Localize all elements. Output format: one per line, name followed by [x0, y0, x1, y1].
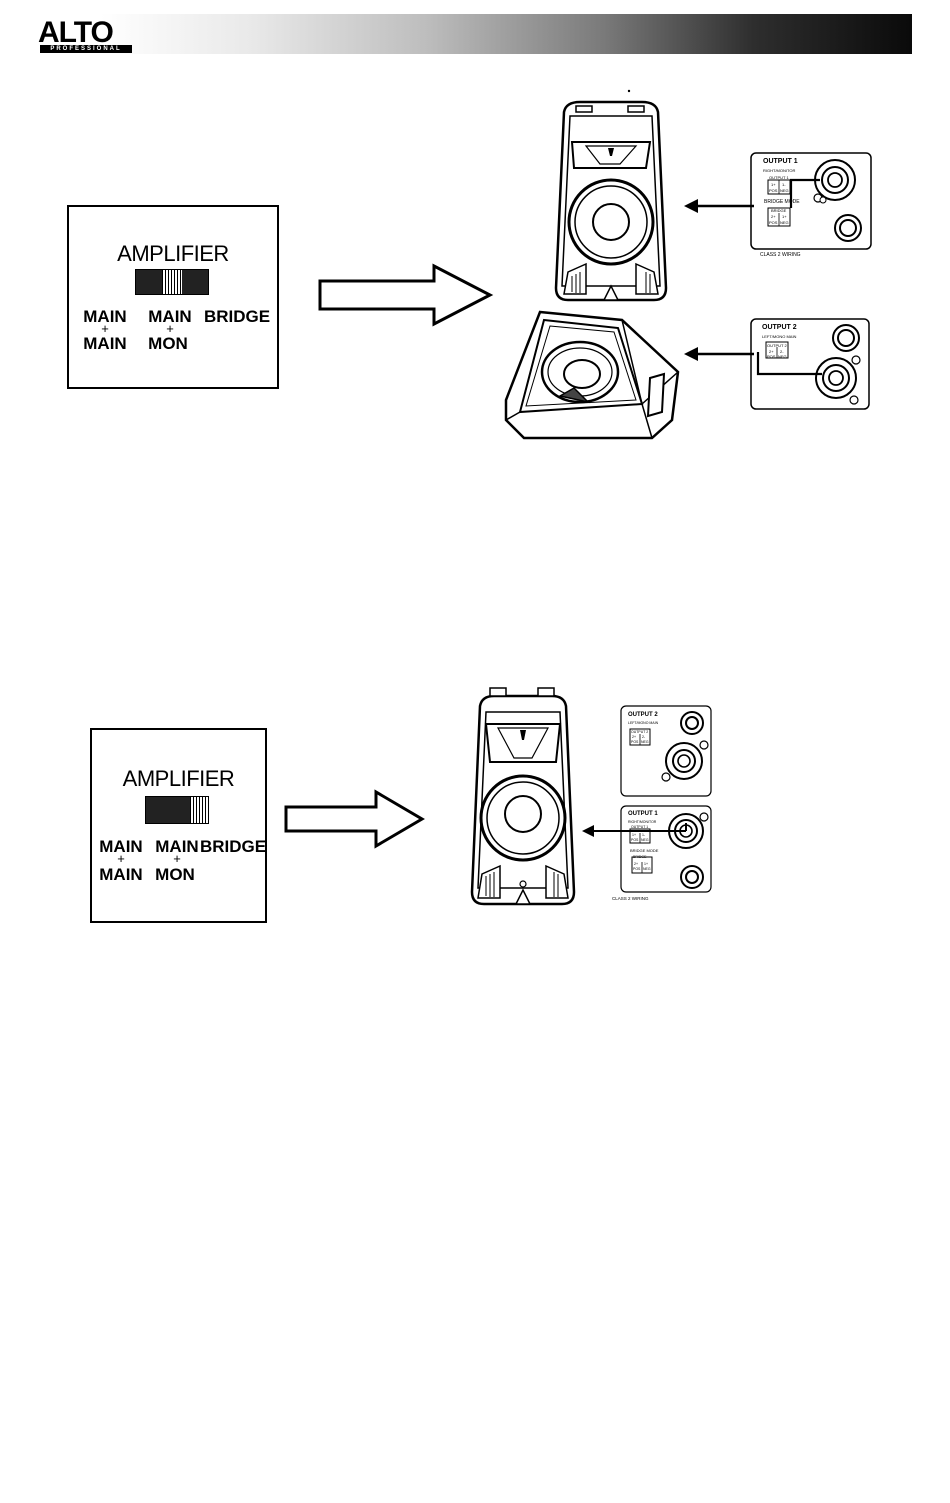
switch-knob: [162, 270, 182, 294]
main-mon-label-top: MAIN: [148, 307, 192, 326]
amplifier-title: AMPLIFIER: [122, 766, 235, 791]
main-main-plus: +: [117, 851, 125, 866]
main-main-label-bottom: MAIN: [83, 334, 127, 353]
main-mon-plus: +: [166, 321, 174, 336]
mode-switch: [135, 269, 209, 295]
signal-arrow-icon: [684, 199, 754, 213]
box1-cell-4: NEG: [780, 188, 789, 193]
output-1-panel-labels: OUTPUT 1 RIGHT/MONITOR OUTPUT 1 1+ 1- PO…: [612, 805, 712, 905]
output-2-panel-labels: OUTPUT 2 LEFT/MONO MAIN OUTPUT 2 2+ 2- P…: [620, 705, 712, 797]
box2-cell-3: POS: [633, 867, 641, 871]
box1-cell-1: 2+: [769, 349, 774, 354]
floor-monitor-speaker-icon: [504, 310, 680, 440]
box1-cell-1: 1+: [771, 182, 776, 187]
bridge-mode-label: BRIDGE MODE: [764, 199, 800, 205]
box1-cell-2: 1-: [782, 182, 786, 187]
box2-cell-1: 2+: [771, 214, 776, 219]
box1-title: OUTPUT 1: [631, 825, 649, 829]
box1-cell-3: POS: [631, 838, 639, 842]
box2-cell-4: NEG: [780, 220, 789, 225]
main-main-plus: +: [101, 321, 109, 336]
box2-title: BRIDGE: [771, 208, 787, 213]
box1-cell-2: 2-: [642, 735, 646, 739]
box1-cell-1: 1+: [632, 833, 636, 837]
box2-title: BRIDGE: [633, 855, 647, 859]
hollow-arrow-icon: [284, 789, 425, 849]
box1-cell-3: POS: [767, 354, 776, 359]
main-mon-label-bottom: MON: [148, 334, 188, 353]
box2-cell-2: 1+: [644, 862, 648, 866]
panel-title: OUTPUT 1: [628, 811, 658, 817]
bridge-mode-label: BRIDGE MODE: [630, 848, 659, 853]
amplifier-switch-panel: AMPLIFIER MAIN + MAIN MAIN + MON BRIDGE: [90, 728, 267, 923]
output-1-connector-panel: [750, 152, 872, 250]
panel-subtitle: LEFT/MONO MAIN: [628, 721, 659, 725]
output-2-panel-labels: OUTPUT 2 LEFT/MONO MAIN OUTPUT 2 2+ 2- P…: [750, 318, 870, 410]
panel-subtitle: LEFT/MONO MAIN: [762, 334, 797, 339]
box1-cell-1: 2+: [632, 735, 636, 739]
signal-arrow-icon: [582, 823, 687, 837]
box1-title: OUTPUT 1: [769, 175, 789, 180]
class-2-wiring-label: CLASS 2 WIRING: [760, 252, 801, 258]
bridge-label: BRIDGE: [200, 837, 267, 856]
output-1-connector-panel: [620, 805, 712, 893]
main-main-label-top: MAIN: [83, 307, 127, 326]
pa-speaker-front-icon: [554, 89, 668, 302]
box1-cell-3: POS: [631, 740, 639, 744]
output-2-connector-panel: [620, 705, 712, 797]
pa-speaker-front-icon: [470, 687, 576, 906]
mode-switch: [145, 796, 209, 824]
box1-title: OUTPUT 2: [767, 343, 787, 348]
main-mon-label-top: MAIN: [155, 837, 199, 856]
box1-cell-2: 2-: [780, 349, 784, 354]
header-gradient-bar: [30, 14, 912, 54]
box1-cell-3: POS: [769, 188, 778, 193]
box2-cell-2: 1+: [782, 214, 787, 219]
logo-subtitle: PROFESSIONAL: [40, 45, 132, 53]
main-mon-label-bottom: MON: [155, 865, 195, 884]
box1-cell-4: NEG: [641, 740, 649, 744]
output-1-panel-labels: OUTPUT 1 RIGHT/MONITOR OUTPUT 1 1+ 1- PO…: [750, 152, 872, 262]
hollow-arrow-icon: [318, 263, 494, 327]
main-main-label-bottom: MAIN: [99, 865, 143, 884]
panel-title: OUTPUT 2: [628, 712, 658, 718]
logo-text: ALTO: [38, 16, 114, 49]
panel-title: OUTPUT 1: [763, 158, 798, 165]
main-main-label-top: MAIN: [99, 837, 143, 856]
box1-title: OUTPUT 2: [631, 730, 649, 734]
bridge-label: BRIDGE: [203, 307, 271, 326]
box1-cell-4: NEG: [778, 354, 787, 359]
output-2-connector-panel: [750, 318, 870, 410]
box2-cell-1: 2+: [634, 862, 638, 866]
class-2-wiring-label: CLASS 2 WIRING: [612, 896, 649, 901]
amplifier-title: AMPLIFIER: [117, 241, 229, 266]
alto-logo: ALTO PROFESSIONAL: [38, 18, 134, 54]
box1-cell-4: NEG: [641, 838, 649, 842]
amplifier-switch-panel: AMPLIFIER MAIN + MAIN MAIN + MON BRIDGE: [67, 205, 279, 389]
panel-title: OUTPUT 2: [762, 324, 797, 331]
switch-knob: [190, 797, 208, 823]
box1-cell-2: 1-: [642, 833, 646, 837]
main-mon-plus: +: [173, 851, 181, 866]
box2-cell-4: NEG: [643, 867, 651, 871]
panel-subtitle: RIGHT/MONITOR: [628, 820, 657, 824]
signal-arrow-icon: [684, 347, 754, 361]
box2-cell-3: POS: [769, 220, 778, 225]
panel-subtitle: RIGHT/MONITOR: [763, 168, 796, 173]
